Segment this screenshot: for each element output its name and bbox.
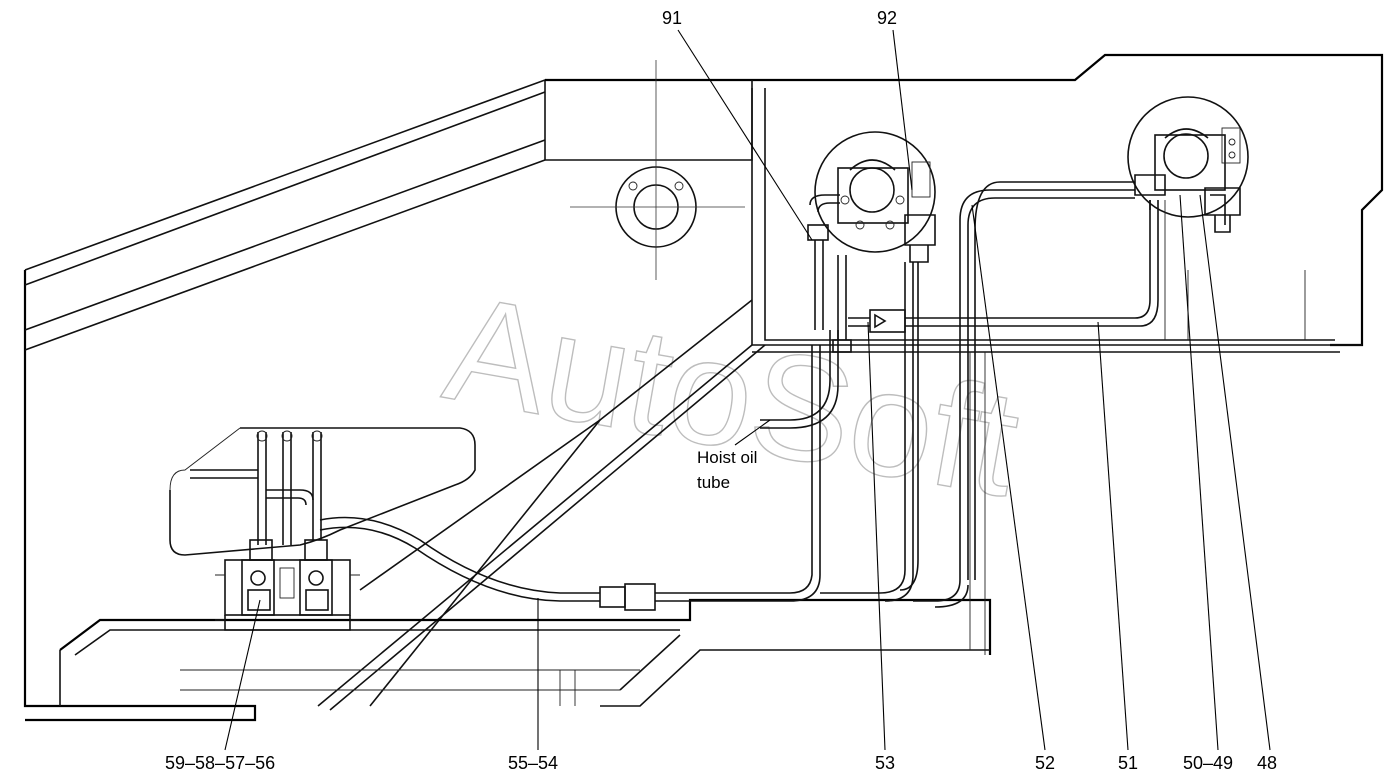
pipe-runs <box>319 181 1226 611</box>
watermark: AutoSoft <box>434 263 1030 528</box>
pivot-boss <box>570 60 745 280</box>
callout-48: 48 <box>1257 753 1277 773</box>
callout-55-54: 55–54 <box>508 753 558 773</box>
annotation-line-2: tube <box>697 473 730 492</box>
callout-52: 52 <box>1035 753 1055 773</box>
valve-block <box>190 430 360 631</box>
callout-leaders <box>224 29 1271 751</box>
callout-51: 51 <box>1118 753 1138 773</box>
frame-structure <box>23 53 1384 722</box>
cylinder-mount-right <box>1127 96 1249 233</box>
cylinder-mount-left <box>814 131 936 263</box>
callout-59-56: 59–58–57–56 <box>165 753 275 773</box>
callout-91: 91 <box>662 8 682 28</box>
callout-50-49: 50–49 <box>1183 753 1233 773</box>
annotation-line-1: Hoist oil <box>697 448 757 467</box>
callout-92: 92 <box>877 8 897 28</box>
callout-53: 53 <box>875 753 895 773</box>
